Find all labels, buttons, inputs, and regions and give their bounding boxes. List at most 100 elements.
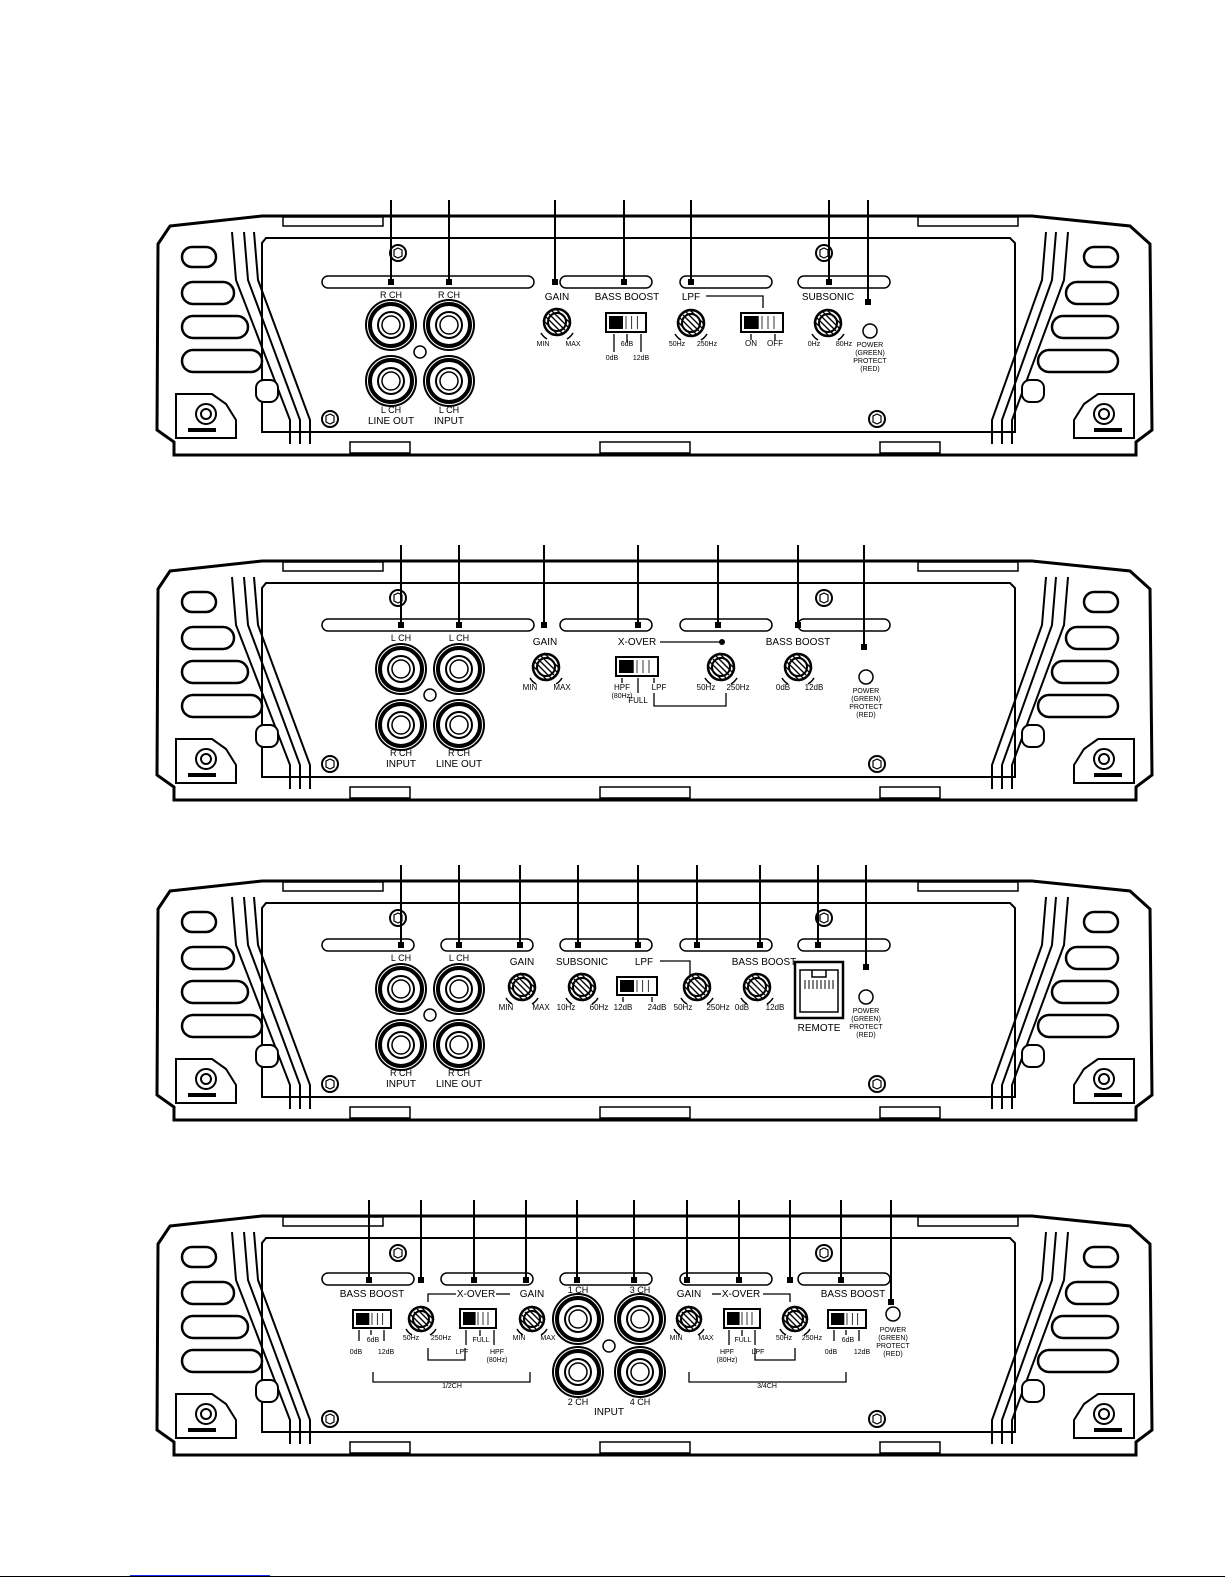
- label-slot: [679, 618, 773, 632]
- callout-marker: [574, 1277, 580, 1283]
- label: 250Hz: [706, 1003, 729, 1012]
- callout-marker: [366, 1277, 372, 1283]
- knob-grip: [413, 1311, 429, 1327]
- label: R CH: [390, 1068, 412, 1078]
- knob-arrow-right: [700, 333, 708, 341]
- led-label-line: (GREEN): [851, 1016, 881, 1023]
- callout-marker: [471, 1277, 477, 1283]
- label: 6dB: [842, 1337, 855, 1344]
- bass-boost-switch-b: [827, 1309, 867, 1329]
- knob-arrow-right: [697, 1328, 705, 1336]
- knob-grip: [694, 972, 712, 990]
- label: 50Hz: [776, 1335, 793, 1342]
- bass-boost-knob: [781, 652, 815, 685]
- label: (80Hz): [486, 1357, 507, 1364]
- callout-marker: [635, 622, 641, 628]
- callout-marker: [552, 279, 558, 285]
- label: MIN: [499, 1003, 514, 1012]
- rca-pin: [391, 659, 411, 679]
- label: LPF: [635, 957, 653, 968]
- bass-boost-switch: [605, 312, 647, 333]
- callout-marker: [838, 1277, 844, 1283]
- label: HPF: [720, 1349, 734, 1356]
- knob-grip: [570, 981, 588, 999]
- rca-input-l: [375, 963, 427, 1015]
- xover-a-link: [427, 1293, 456, 1302]
- knob-grip: [742, 984, 760, 1002]
- knob-grip: [513, 978, 531, 996]
- callout-marker: [388, 279, 394, 285]
- callout-marker: [888, 1299, 894, 1305]
- knob-grip: [682, 984, 700, 1002]
- rca-pin: [568, 1362, 588, 1382]
- callout-marker: [456, 942, 462, 948]
- group-3-4-bracket: [688, 1372, 847, 1383]
- subsonic-knob: [565, 972, 599, 1005]
- label-slot: [559, 618, 653, 632]
- rca-pin: [630, 1362, 650, 1382]
- knob-grip: [783, 664, 801, 682]
- rca-input-r: [375, 1019, 427, 1071]
- knob-grip: [754, 972, 772, 990]
- knob-grip: [407, 1317, 423, 1333]
- callout-marker: [787, 1277, 793, 1283]
- knob-grip: [551, 310, 569, 328]
- rca-line-out-l: [433, 963, 485, 1015]
- label: 12dB: [805, 683, 824, 692]
- knob-arrow-left: [565, 997, 573, 1005]
- lpf-link-line: [660, 960, 691, 977]
- knob-grip: [554, 307, 572, 325]
- label: 12dB: [378, 1349, 395, 1356]
- label: LPF: [652, 683, 667, 692]
- rca-pin: [439, 371, 459, 391]
- label: OFF: [767, 339, 783, 348]
- led-label-line: POWER: [853, 1008, 879, 1015]
- callout-marker: [861, 644, 867, 650]
- callout-marker: [715, 622, 721, 628]
- panel-1-chassis: [155, 214, 1154, 457]
- label: MIN: [523, 683, 538, 692]
- label: R CH: [448, 1068, 470, 1078]
- label: GAIN: [510, 957, 534, 968]
- knob-grip: [816, 317, 834, 335]
- label: 50Hz: [674, 1003, 693, 1012]
- knob-grip: [706, 664, 724, 682]
- label: 3 CH: [630, 1285, 651, 1295]
- label: R CH: [390, 748, 412, 758]
- knob-arrow-right: [555, 677, 563, 685]
- label: 250Hz: [802, 1335, 823, 1342]
- knob-arrow-right: [803, 1328, 811, 1336]
- label-slot: [440, 1272, 534, 1286]
- label: 250Hz: [431, 1335, 452, 1342]
- label: X-OVER: [722, 1289, 760, 1300]
- label: 80Hz: [836, 341, 853, 348]
- led-label-line: (GREEN): [855, 350, 885, 357]
- xover-freq-knob-b: [779, 1305, 811, 1336]
- callout-marker: [398, 622, 404, 628]
- lpf-on-off-switch: [740, 312, 784, 333]
- label: 250Hz: [697, 341, 718, 348]
- label: L CH: [449, 633, 469, 643]
- label: (80Hz): [716, 1357, 737, 1364]
- label: MIN: [513, 1335, 526, 1342]
- led-label-line: (RED): [856, 712, 875, 719]
- knob-grip: [527, 1308, 543, 1324]
- power-protect-led: [858, 669, 874, 685]
- callout-marker: [757, 942, 763, 948]
- knob-grip: [531, 664, 549, 682]
- rca-input-ch3: [614, 1293, 666, 1345]
- label: 12dB: [633, 355, 650, 362]
- label: BASS BOOST: [821, 1289, 885, 1300]
- power-protect-led: [858, 989, 874, 1005]
- label: MAX: [698, 1335, 714, 1342]
- knob-grip: [682, 314, 700, 332]
- label: GAIN: [533, 637, 557, 648]
- led-label-line: PROTECT: [849, 704, 883, 711]
- knob-arrow-left: [704, 677, 712, 685]
- label: GAIN: [545, 292, 569, 303]
- knob-grip: [530, 1305, 546, 1321]
- knob-grip: [789, 658, 807, 676]
- switch-knob: [619, 660, 634, 673]
- switch-knob: [356, 1313, 370, 1325]
- label-slot: [797, 275, 891, 289]
